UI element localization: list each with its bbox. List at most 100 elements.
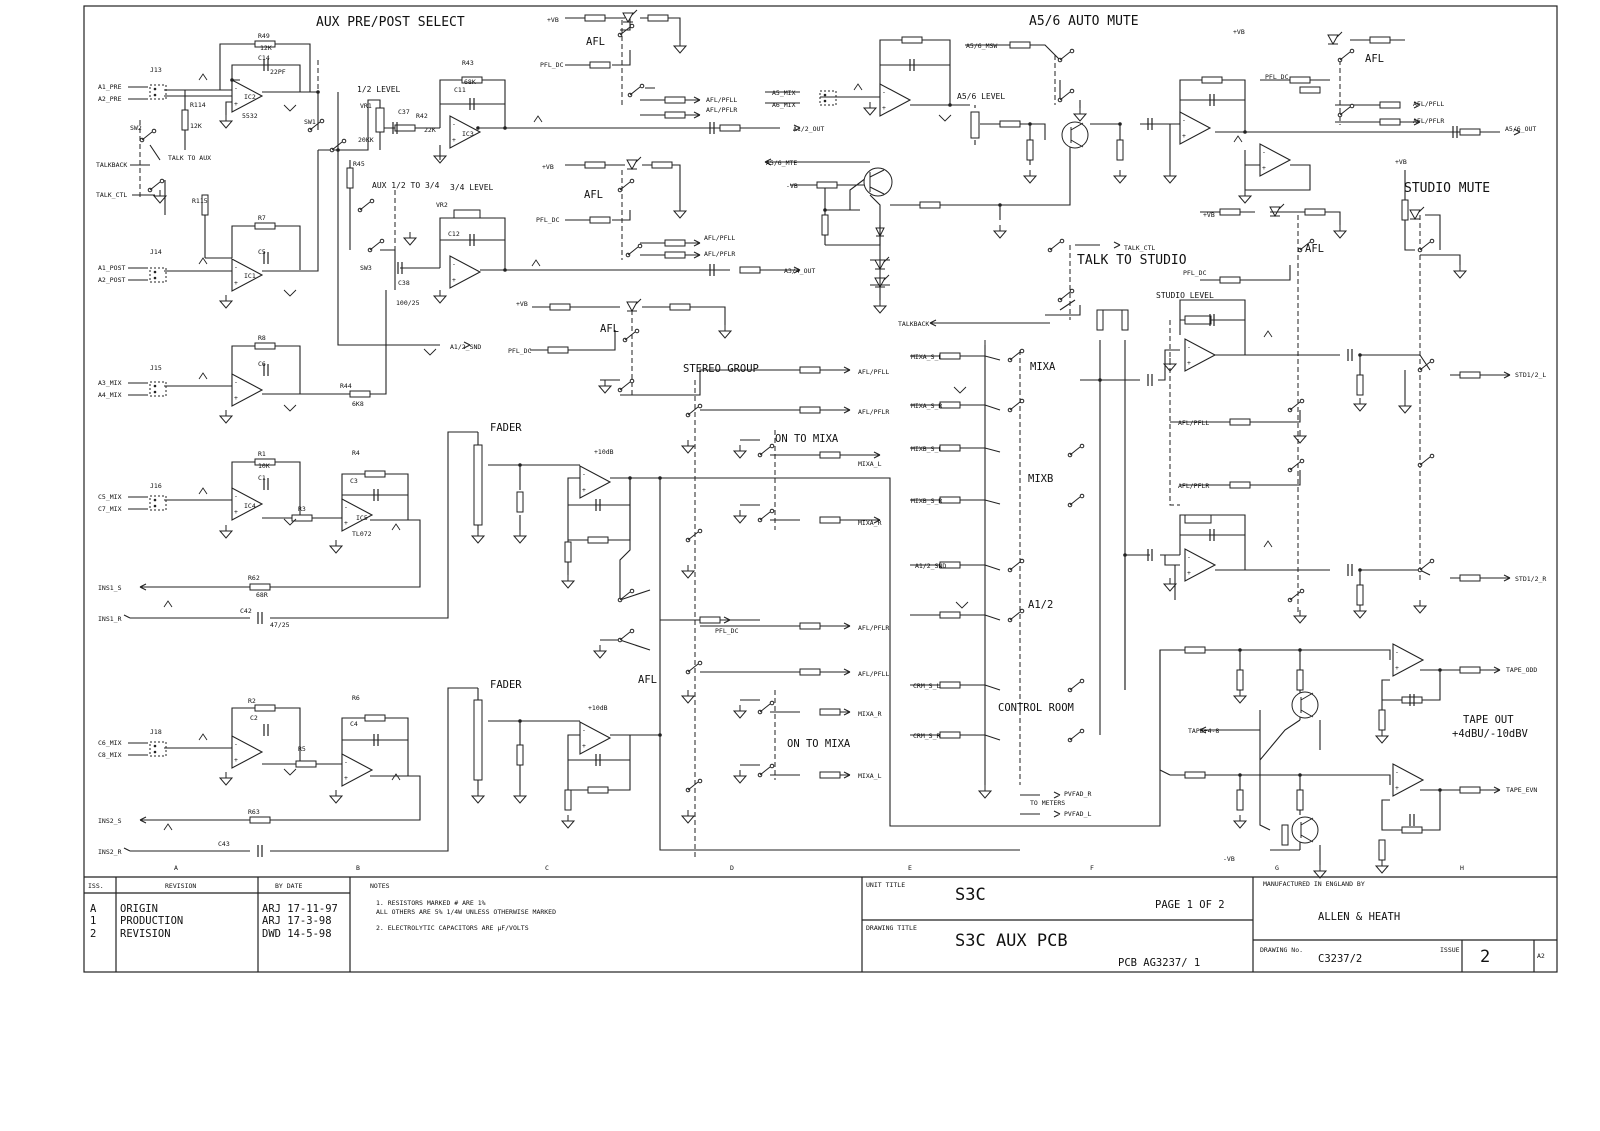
net-a6-mix: A6_MIX xyxy=(772,101,796,109)
section-afl-3: AFL xyxy=(600,323,619,335)
net-a1-pre: A1_PRE xyxy=(98,83,122,91)
net-c5-mix: C5_MIX xyxy=(98,493,122,501)
net-mixa-s-l: MIXA_S_L xyxy=(911,353,942,361)
rev-text-1: PRODUCTION xyxy=(120,915,183,927)
svg-text:J15: J15 xyxy=(150,364,162,372)
net-tape-evn: TAPE_EVN xyxy=(1506,786,1537,794)
revision-header: REVISION xyxy=(165,882,196,890)
net-c6-mix: C6_MIX xyxy=(98,739,122,747)
net-talk-ctl-2: TALK_CTL xyxy=(1124,244,1155,252)
svg-text:R49: R49 xyxy=(258,32,270,40)
net-vb-4: +VB xyxy=(1233,28,1245,36)
section-mixb: MIXB xyxy=(1028,473,1053,485)
svg-text:B: B xyxy=(356,864,360,872)
section-afl-2: AFL xyxy=(584,189,603,201)
net-a1-2-snd-2: A1/2_SND xyxy=(915,562,946,570)
svg-text:C6: C6 xyxy=(258,360,266,368)
net-mixa-l-2: MIXA_L xyxy=(858,772,882,780)
net-afl-pflr-1: AFL/PFLR xyxy=(706,106,737,114)
drawing-number: C3237/2 xyxy=(1318,953,1362,965)
section-fader-1: FADER xyxy=(490,422,522,434)
section-talk-to-aux: TALK TO AUX xyxy=(168,154,211,162)
net-crm-s-r: CRM_S_R xyxy=(913,732,940,740)
rev-by-0: ARJ 17-11-97 xyxy=(262,903,338,915)
note-1: 1. RESISTORS MARKED # ARE 1% xyxy=(376,899,486,907)
net-mixa-s-r: MIXA_S_R xyxy=(911,402,942,410)
net-tape-odd: TAPE_ODD xyxy=(1506,666,1537,674)
svg-text:12K: 12K xyxy=(260,44,272,52)
svg-text:C42: C42 xyxy=(240,607,252,615)
rev-by-1: ARJ 17-3-98 xyxy=(262,915,332,927)
net-a2-post: A2_POST xyxy=(98,276,125,284)
svg-text:TL072: TL072 xyxy=(352,530,372,538)
svg-text:C14: C14 xyxy=(258,54,270,62)
svg-text:5532: 5532 xyxy=(242,112,258,120)
section-aux-pre-post: AUX PRE/POST SELECT xyxy=(316,15,465,30)
svg-text:R62: R62 xyxy=(248,574,260,582)
svg-text:F: F xyxy=(1090,864,1094,872)
net-pfl-dc-4: PFL_DC xyxy=(715,627,739,635)
net-pfl-dc-3: PFL_DC xyxy=(508,347,532,355)
svg-text:R7: R7 xyxy=(258,214,266,222)
net-ins1-s: INS1_S xyxy=(98,584,122,592)
net-ins2-s: INS2_S xyxy=(98,817,122,825)
svg-text:C11: C11 xyxy=(454,86,466,94)
signal-symbols xyxy=(163,73,1273,831)
net-afl-pfll-5: AFL/PFLL xyxy=(1413,100,1444,108)
net-crm-s-l: CRM_S_L xyxy=(913,682,940,690)
net-plus-10db-1: +10dB xyxy=(594,448,614,456)
svg-text:R45: R45 xyxy=(353,160,365,168)
svg-text:SW1: SW1 xyxy=(304,118,316,126)
section-talk-to-studio: TALK TO STUDIO xyxy=(1077,253,1187,268)
section-mixa: MIXA xyxy=(1030,361,1056,373)
svg-text:R43: R43 xyxy=(462,59,474,67)
net-a56-msw: A5/6_MSW xyxy=(966,42,997,50)
by-date-header: BY DATE xyxy=(275,882,302,890)
svg-text:IC5: IC5 xyxy=(356,514,368,522)
net-labels: A1_PRE A2_PRE TALKBACK TALK_CTL A1_POST … xyxy=(96,16,1546,863)
switch-links xyxy=(139,20,1421,860)
svg-text:20KK: 20KK xyxy=(358,136,374,144)
svg-text:R2: R2 xyxy=(248,697,256,705)
svg-text:C5: C5 xyxy=(258,248,266,256)
section-1-2-level: 1/2 LEVEL xyxy=(357,85,401,94)
section-a56-auto-mute: A5/6 AUTO MUTE xyxy=(1029,14,1139,29)
svg-text:R44: R44 xyxy=(340,382,352,390)
net-ins1-r: INS1_R xyxy=(98,615,122,623)
net-a2-pre: A2_PRE xyxy=(98,95,122,103)
net-afl-pfll-4: AFL/PFLL xyxy=(858,670,889,678)
potentiometers xyxy=(375,107,1212,781)
net-a1-2-out: A1/2_OUT xyxy=(793,125,824,133)
svg-text:C38: C38 xyxy=(398,279,410,287)
net-afl-pflr-5: AFL/PFLR xyxy=(1413,117,1444,125)
net-a1-2-snd: A1/2_SND xyxy=(450,343,481,351)
svg-text:SW2: SW2 xyxy=(130,124,142,132)
net-pvfad-l: PVFAD_L xyxy=(1064,810,1091,818)
net-a3-mix: A3_MIX xyxy=(98,379,122,387)
net-pfl-dc-6: PFL_DC xyxy=(1183,269,1207,277)
net-afl-pfll-1: AFL/PFLL xyxy=(706,96,737,104)
rev-iss-1: 1 xyxy=(90,915,96,927)
net-minus-vb: -VB xyxy=(786,182,798,190)
section-stereo-group: STEREO GROUP xyxy=(683,363,759,375)
net-talkback-2: TALKBACK xyxy=(898,320,929,328)
net-vb-5: +VB xyxy=(1395,158,1407,166)
svg-text:IC4: IC4 xyxy=(244,502,256,510)
net-a56-out: A5/6_OUT xyxy=(1505,125,1536,133)
rev-text-2: REVISION xyxy=(120,928,171,940)
svg-text:R115: R115 xyxy=(192,197,208,205)
svg-text:G: G xyxy=(1275,864,1279,872)
zone-letters: A B C D E F G H xyxy=(174,864,1464,872)
section-fader-2: FADER xyxy=(490,679,522,691)
svg-text:22PF: 22PF xyxy=(270,68,286,76)
svg-text:C2: C2 xyxy=(250,714,258,722)
svg-text:SW3: SW3 xyxy=(360,264,372,272)
svg-text:C: C xyxy=(545,864,549,872)
issue-label: ISSUE xyxy=(1440,946,1460,954)
section-3-4-level: 3/4 LEVEL xyxy=(450,183,494,192)
svg-text:R1: R1 xyxy=(258,450,266,458)
pcb-number: PCB AG3237/ 1 xyxy=(1118,957,1200,969)
sheet-size: A2 xyxy=(1537,952,1545,960)
svg-text:100/25: 100/25 xyxy=(396,299,420,307)
net-vb-3: +VB xyxy=(516,300,528,308)
